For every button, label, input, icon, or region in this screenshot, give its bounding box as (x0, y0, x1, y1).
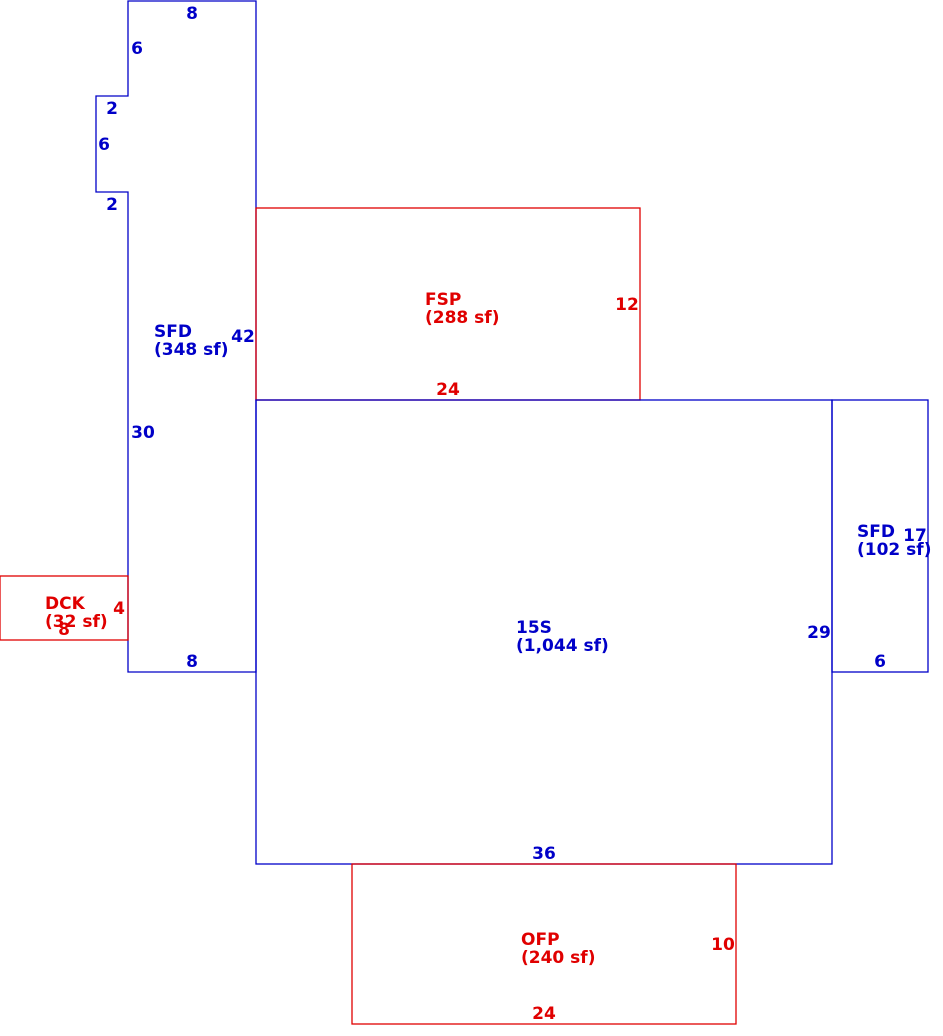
dim-sfd-bottom: 8 (186, 652, 198, 672)
ofp-area: (240 sf) (521, 948, 595, 968)
dim-sfdr-side: 17 (903, 526, 927, 546)
sfd-right-name: SFD (857, 522, 895, 542)
fsp-area: (288 sf) (425, 308, 499, 328)
dim-sfd-notch-top: 2 (106, 99, 118, 119)
sfd-right-area: (102 sf) (857, 540, 931, 560)
dim-dck-side: 4 (113, 599, 125, 619)
dim-sfd-notch-side: 6 (98, 135, 110, 155)
dck-name: DCK (45, 594, 86, 614)
dim-main-bottom: 36 (532, 844, 556, 864)
main-name: 15S (516, 618, 552, 638)
dim-dck-bottom: 8 (58, 620, 70, 640)
sfd-left-name: SFD (154, 322, 192, 342)
main-area: (1,044 sf) (516, 636, 609, 656)
dck-area: (32 sf) (45, 612, 108, 632)
dim-sfd-height: 42 (231, 327, 255, 347)
dck-outline (0, 575, 129, 641)
dim-sfdr-bottom: 6 (874, 652, 886, 672)
dim-sfd-notch-bottom: 2 (106, 195, 118, 215)
ofp-outline (351, 863, 737, 1025)
dim-fsp-bottom: 24 (436, 380, 460, 400)
dim-ofp-bottom: 24 (532, 1004, 556, 1024)
sfd-right-outline (831, 399, 929, 673)
dim-main-side: 29 (807, 623, 831, 643)
dim-ofp-side: 10 (711, 935, 735, 955)
fsp-name: FSP (425, 290, 461, 310)
dim-fsp-side: 12 (615, 295, 639, 315)
ofp-name: OFP (521, 930, 560, 950)
dim-sfd-lower-side: 30 (131, 423, 155, 443)
dim-sfd-notch-upper: 6 (131, 39, 143, 59)
sfd-left-area: (348 sf) (154, 340, 228, 360)
dim-sfd-top: 8 (186, 4, 198, 24)
